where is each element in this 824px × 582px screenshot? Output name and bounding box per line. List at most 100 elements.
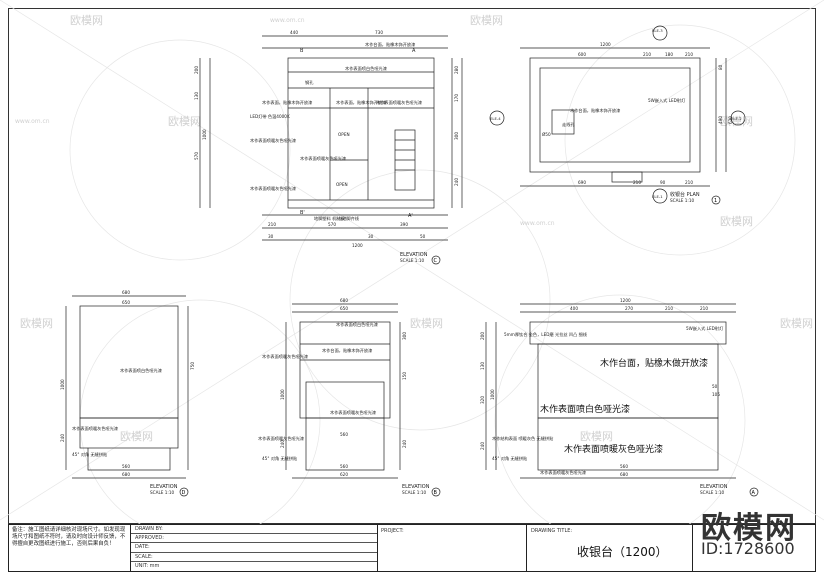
view-scale: SCALE 1:10	[150, 490, 174, 495]
dim: 490	[718, 116, 723, 124]
dim: 440	[290, 30, 298, 35]
note: 木作表面喷暖灰色哑光漆	[330, 409, 376, 416]
dim: 560	[620, 464, 628, 469]
dim: 150	[402, 372, 407, 380]
note: Ø50	[542, 132, 551, 137]
dim: 80	[718, 64, 723, 70]
dim: 210	[643, 52, 651, 57]
elevation-mark: ELE-3	[652, 28, 663, 33]
elevation-a	[485, 303, 736, 479]
brand-logo: 欧模网 ID:1728600	[693, 511, 815, 571]
note: 45° 对角 无缝拼贴	[72, 451, 107, 458]
dim: 210	[685, 52, 693, 57]
dim: 750	[190, 362, 195, 370]
watermark-text: 欧模网	[20, 317, 53, 330]
logo-name: 欧模网	[701, 511, 797, 546]
note: 地脚塑料 机制板	[314, 215, 345, 222]
dim: 1200	[352, 243, 363, 248]
view-label: ELEVATION	[402, 484, 430, 490]
note: OPEN	[336, 182, 348, 187]
note: 木作表面喷暖灰色哑光漆	[250, 137, 296, 144]
watermark-url: www.om.cn	[15, 118, 50, 125]
dim: 270	[625, 306, 633, 311]
dim: 210	[633, 180, 641, 185]
dim: 50	[420, 234, 426, 239]
section-mark: B'	[300, 210, 305, 216]
dim: 30	[268, 234, 274, 239]
watermark-text: 欧模网	[720, 215, 753, 228]
note: 木作表面喷暖灰色哑光漆	[258, 435, 304, 442]
elevation-b	[285, 303, 401, 479]
dim: 680	[122, 472, 130, 477]
note: 钢孔	[305, 79, 314, 86]
view-scale: SCALE 1:10	[400, 258, 424, 263]
dim: 570	[328, 222, 336, 227]
watermark-text: 欧模网	[70, 14, 103, 27]
note: 木作表面喷暖灰色哑光漆	[72, 425, 118, 432]
dim: 280	[454, 66, 459, 74]
watermark-text: 欧模网	[168, 115, 201, 128]
title-block-fields: DRAWN BY: APPROVED: DATE: SCALE: UNIT: m…	[131, 525, 378, 571]
dim: 200	[194, 66, 199, 74]
note: 木作表面喷白色哑光漆	[336, 321, 378, 328]
watermark-text: 欧模网	[470, 14, 503, 27]
dim: 240	[280, 440, 285, 448]
cad-drawing: 欧模网 www.om.cn 欧模网 www.om.cn 欧模网 欧模网 www.…	[0, 0, 824, 524]
dim: 210	[700, 306, 708, 311]
watermark-text: 欧模网	[780, 317, 813, 330]
dim: 600	[578, 52, 586, 57]
dim: 690	[578, 180, 586, 185]
note: 5mm厚钛合 金色，LED磨 光拉丝 凹凸 细线	[504, 331, 588, 338]
field-date: DATE:	[131, 543, 377, 553]
watermark-url: www.om.cn	[520, 220, 555, 227]
dim: 170	[454, 94, 459, 102]
note: 走线孔	[562, 121, 575, 128]
dim: 680	[122, 290, 130, 295]
note: 5W嵌入式 LED射灯	[686, 325, 724, 332]
dim: 240	[60, 434, 65, 442]
dim: 650	[340, 306, 348, 311]
title-block-note: 备注：施工图纸请详细核对现场尺寸。如发现现场尺寸和图纸不符时，请及时向设计师反馈…	[9, 525, 131, 571]
dim: 560	[340, 432, 348, 437]
dim: 560	[340, 464, 348, 469]
dim: 1000	[280, 389, 285, 400]
view-id: D	[182, 490, 186, 496]
dim: 1000	[490, 389, 495, 400]
dim: 210	[685, 180, 693, 185]
plan-view	[489, 25, 746, 204]
dim: 680	[340, 298, 348, 303]
note: 5W嵌入式 LED射灯	[648, 97, 686, 104]
note: 木作台面，贴橡木饰开放漆	[570, 107, 620, 114]
note: 与地脚齐线	[338, 215, 360, 222]
field-unit: UNIT: mm	[135, 562, 160, 569]
elevation-c	[199, 35, 463, 241]
note: 木作表面喷白色哑光漆	[345, 65, 387, 72]
view-label: ELEVATION	[700, 484, 728, 490]
note: 木作表面喷暖灰色哑光漆	[540, 469, 586, 476]
watermark-text: 欧模网	[580, 430, 613, 443]
dim: 30	[368, 234, 374, 239]
watermark-text: 欧模网	[120, 430, 153, 443]
view-id: B	[434, 490, 438, 496]
title-block: 备注：施工图纸请详细核对现场尺寸。如发现现场尺寸和图纸不符时，请及时向设计师反馈…	[8, 511, 816, 572]
note: 木作表面喷暖灰色哑光漆	[262, 353, 308, 360]
dim: 130	[194, 92, 199, 100]
dim: 650	[122, 300, 130, 305]
project-label: PROJECT:	[377, 525, 527, 571]
elevation-d	[65, 295, 189, 479]
drawing-title-cell: DRAWING TITLE: 收银台（1200）	[527, 525, 693, 571]
view-scale: SCALE 1:10	[700, 490, 724, 495]
dim: 300	[454, 132, 459, 140]
view-id: A	[752, 490, 756, 496]
section-mark: A	[412, 48, 416, 54]
dim: 620	[340, 472, 348, 477]
field-approved: APPROVED:	[131, 534, 377, 544]
sheet-frame	[8, 8, 816, 524]
elevation-mark: ELE-2	[731, 116, 742, 121]
note: LED灯带 色温4000K	[250, 113, 290, 120]
logo-id: ID:1728600	[701, 539, 795, 558]
dim: 1000	[202, 129, 207, 140]
field-scale: SCALE:	[131, 553, 377, 562]
note: 木作台面，贴橡木饰开放漆	[365, 41, 415, 48]
